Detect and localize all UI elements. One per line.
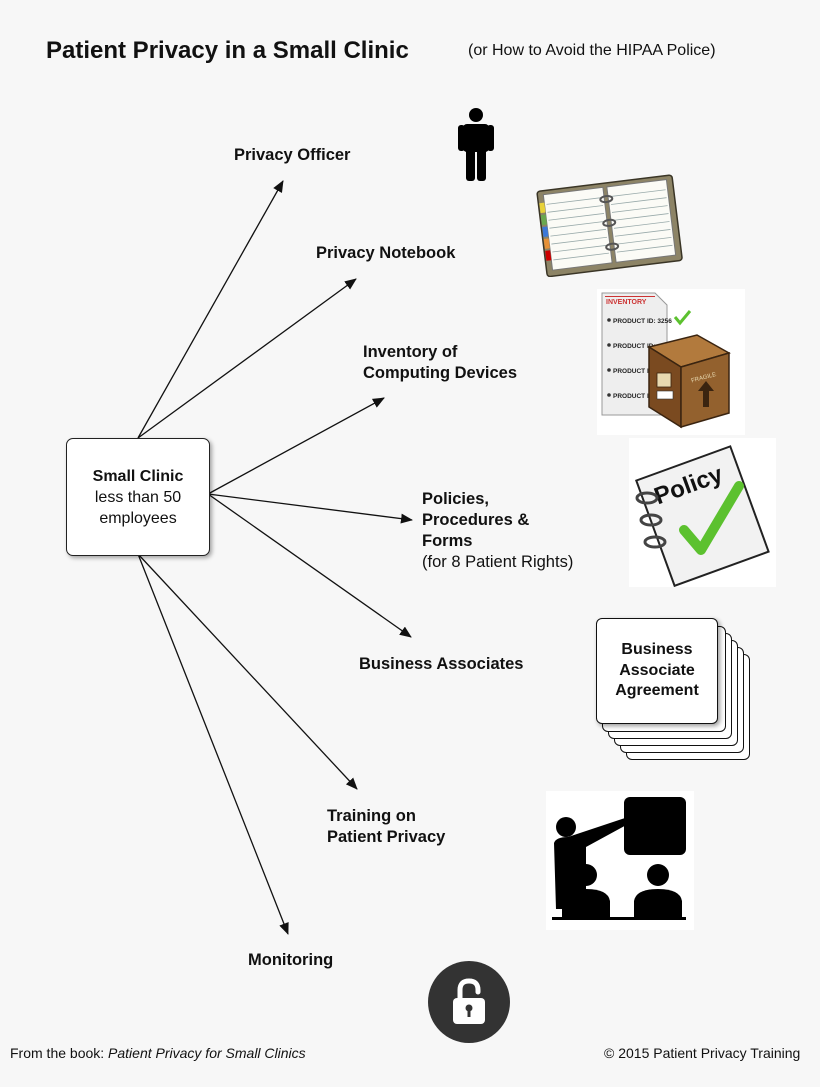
label-privacy-officer: Privacy Officer: [234, 146, 351, 164]
label-training-line2: Patient Privacy: [327, 828, 446, 846]
small-clinic-node: Small Clinic less than 50 employees: [66, 438, 210, 556]
inventory-row-2: PRODUCT ID:: [613, 343, 656, 350]
label-business-associates: Business Associates: [359, 655, 524, 673]
inventory-row-1: PRODUCT ID: 3256: [613, 318, 672, 325]
arrow-privacy-notebook: [137, 278, 357, 439]
page-title: Patient Privacy in a Small Clinic: [46, 37, 409, 64]
label-policies: Policies, Procedures & Forms (for 8 Pati…: [422, 489, 573, 573]
inventory-icon: INVENTORY PRODUCT ID: 3256 PRODUCT ID: P…: [597, 289, 745, 435]
arrow-training: [137, 553, 358, 790]
arrow-business-associates: [207, 493, 412, 638]
arrow-privacy-officer: [137, 180, 284, 439]
agreement-line3: Agreement: [615, 682, 699, 700]
clinic-employees-line: employees: [99, 509, 177, 527]
label-policies-line1: Policies,: [422, 490, 489, 508]
agreement-stack-icon: Business Associate Agreement: [596, 618, 756, 766]
arrow-policies: [207, 493, 413, 524]
label-policies-line3: Forms: [422, 532, 473, 550]
footer-book-title: Patient Privacy for Small Clinics: [108, 1045, 306, 1061]
arrow-monitoring: [137, 553, 289, 935]
footer-source: From the book: Patient Privacy for Small…: [10, 1045, 306, 1061]
agreement-card-front: Business Associate Agreement: [596, 618, 718, 724]
inventory-row-4: PRODUCT ID:: [613, 393, 656, 400]
clinic-title: Small Clinic: [92, 467, 184, 485]
inventory-row-3: PRODUCT ID:: [613, 368, 656, 375]
lock-icon: [428, 961, 510, 1043]
label-privacy-notebook: Privacy Notebook: [316, 244, 456, 262]
policy-icon: Policy: [629, 438, 776, 587]
label-policies-line2: Procedures &: [422, 511, 530, 529]
agreement-line1: Business: [621, 641, 693, 659]
label-monitoring: Monitoring: [248, 951, 334, 969]
footer-copyright: © 2015 Patient Privacy Training: [604, 1045, 801, 1061]
label-inventory-line1: Inventory of: [363, 343, 458, 361]
training-icon: [546, 791, 694, 930]
label-training: Training on Patient Privacy: [327, 806, 445, 848]
page-subtitle: (or How to Avoid the HIPAA Police): [468, 42, 716, 59]
arrow-inventory: [207, 397, 385, 495]
agreement-line2: Associate: [619, 661, 695, 679]
label-training-line1: Training on: [327, 807, 416, 825]
label-inventory-line2: Computing Devices: [363, 364, 518, 382]
label-policies-line4: (for 8 Patient Rights): [422, 553, 574, 571]
notebook-icon: [536, 174, 683, 277]
inventory-header: INVENTORY: [606, 299, 647, 306]
clinic-size-line: less than 50: [94, 488, 182, 506]
person-icon: [458, 108, 494, 181]
label-inventory: Inventory of Computing Devices: [363, 342, 517, 384]
footer-prefix: From the book:: [10, 1045, 109, 1061]
